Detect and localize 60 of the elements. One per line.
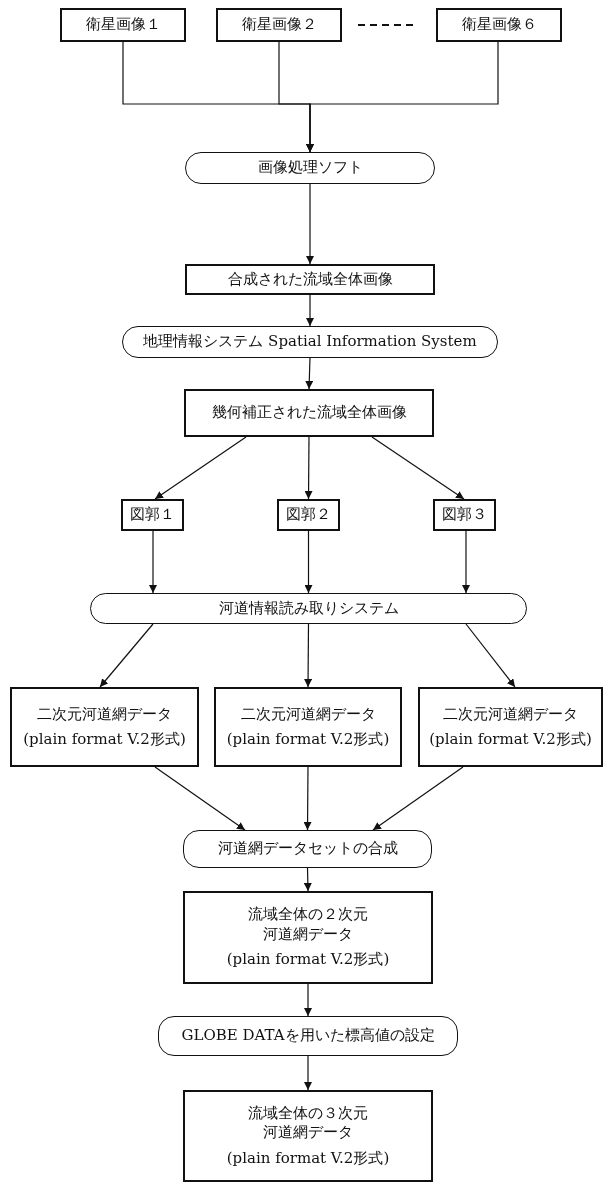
arrow — [306, 41, 499, 153]
process-rounded-box — [90, 593, 527, 624]
arrow — [304, 436, 313, 500]
arrow — [154, 436, 247, 500]
process-box — [418, 687, 603, 767]
process-box — [185, 264, 435, 295]
arrow — [303, 867, 312, 892]
arrow — [154, 766, 246, 831]
node-label: 地理情報システム Spatial Information System — [143, 332, 477, 352]
node-label: 河道網データセットの合成 — [217, 839, 398, 859]
node-label: 流域全体の２次元河道網データ — [247, 905, 369, 945]
node-label: 二次元河道網データ — [240, 704, 376, 724]
arrow — [303, 766, 312, 831]
process-box — [184, 389, 434, 437]
arrow — [371, 436, 465, 500]
process-box — [277, 499, 340, 531]
format-note: (plain format V.2形式) — [226, 950, 390, 970]
node-label: 衛星画像１ — [85, 15, 161, 35]
process-box — [60, 8, 186, 42]
node-label: 二次元河道網データ — [443, 704, 578, 724]
arrow — [305, 357, 314, 390]
node-label: 二次元河道網データ — [37, 704, 172, 724]
arrow — [99, 623, 154, 688]
node-label: 図郭１ — [130, 505, 175, 525]
node-label: 衛星画像６ — [461, 15, 537, 35]
process-box — [183, 891, 433, 984]
format-note: (plain format V.2形式) — [226, 1148, 390, 1169]
process-box — [121, 499, 184, 531]
process-rounded-box — [122, 326, 498, 358]
process-rounded-box — [185, 152, 435, 184]
process-box — [216, 8, 342, 42]
node-label: 流域全体の３次元河道網データ — [247, 1103, 369, 1143]
arrow — [149, 530, 157, 594]
arrow — [304, 623, 313, 688]
process-box — [436, 8, 562, 42]
process-rounded-box — [158, 1016, 458, 1056]
format-note: (plain format V.2形式) — [23, 730, 186, 750]
arrow — [462, 530, 470, 594]
process-box — [214, 687, 402, 767]
arrow — [304, 530, 313, 594]
arrow — [465, 623, 516, 688]
process-box — [433, 499, 496, 531]
arrow — [304, 1055, 312, 1091]
arrow — [306, 294, 314, 327]
node-label: 図郭３ — [442, 505, 487, 525]
node-label: 河道情報読み取りシステム — [218, 598, 399, 619]
node-label: 幾何補正された流域全体画像 — [211, 403, 407, 423]
arrow — [372, 766, 464, 831]
process-box — [10, 687, 199, 767]
node-label: GLOBE DATAを用いた標高値の設定 — [181, 1026, 435, 1046]
format-note: (plain format V.2形式) — [429, 730, 592, 750]
node-label: 衛星画像２ — [241, 15, 317, 35]
format-note: (plain format V.2形式) — [226, 730, 390, 750]
arrow — [306, 183, 314, 265]
node-label: 画像処理ソフト — [257, 158, 363, 178]
process-rounded-box — [183, 830, 432, 868]
node-label: 合成された流域全体画像 — [227, 269, 393, 290]
node-label: 図郭２ — [286, 505, 331, 525]
arrow — [304, 983, 312, 1017]
process-box — [183, 1090, 433, 1182]
